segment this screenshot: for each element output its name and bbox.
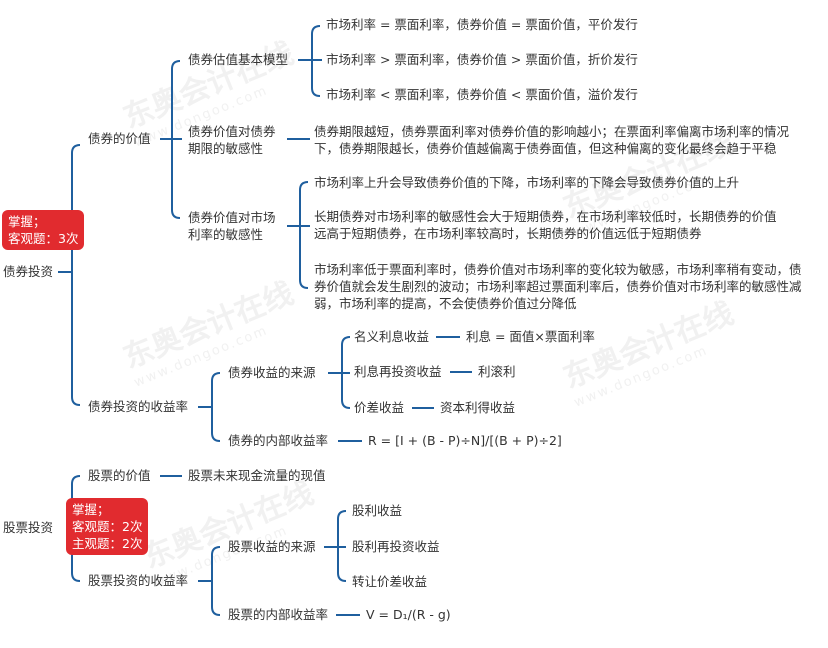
badge-line: 客观题：3次 xyxy=(8,231,79,246)
rate-sensitivity-item-2[interactable]: 长期债券对市场利率的敏感性会大于短期债券，在市场利率较低时，长期债券的价值 远高… xyxy=(314,208,777,242)
term-sensitivity-detail[interactable]: 债券期限越短，债券票面利率对债券价值的影响越小；在票面利率偏离市场利率的情况 下… xyxy=(314,123,789,157)
stock-value-detail[interactable]: 股票未来现金流量的现值 xyxy=(188,468,326,483)
badge-line: 掌握； xyxy=(72,502,110,517)
badge-line: 掌握； xyxy=(8,214,46,229)
bond-investment-root[interactable]: 债券投资 xyxy=(3,264,54,279)
rate-sensitivity-item-3[interactable]: 市场利率低于票面利率时，债券价值对市场利率的变化较为敏感，市场利率稍有变动，债 … xyxy=(314,261,802,312)
model-item-par[interactable]: 市场利率 = 票面利率，债券价值 = 票面价值，平价发行 xyxy=(326,17,638,32)
stock-importance-badge: 掌握； 客观题：2次 主观题：2次 xyxy=(66,498,149,555)
bond-value-node[interactable]: 债券的价值 xyxy=(88,131,151,146)
price-spread-detail[interactable]: 资本利得收益 xyxy=(440,400,516,415)
detail-line: 券价值就会发生剧烈的波动；市场利率超过票面利率后，债券价值对市场利率的敏感性减 xyxy=(314,279,802,294)
node-label-line: 期限的敏感性 xyxy=(188,141,264,156)
detail-line: 远高于短期债券，在市场利率较高时，长期债券的价值远低于短期债券 xyxy=(314,226,702,241)
detail-line: 债券期限越短，债券票面利率对债券价值的影响越小；在票面利率偏离市场利率的情况 xyxy=(314,124,790,139)
detail-line: 下，债券期限越长，债券价值越偏离于债券面值，但这种偏离的变化最终会趋于平稳 xyxy=(314,141,777,156)
detail-line: 市场利率低于票面利率时，债券价值对市场利率的变化较为敏感，市场利率稍有变动，债 xyxy=(314,262,802,277)
reinvestment-detail[interactable]: 利滚利 xyxy=(478,364,516,379)
detail-line: 弱，市场利率的提高，不会使债券价值过分降低 xyxy=(314,296,577,311)
dividend-income-node[interactable]: 股利收益 xyxy=(352,503,403,518)
detail-line: 长期债券对市场利率的敏感性会大于短期债券，在市场利率较低时，长期债券的价值 xyxy=(314,209,777,224)
node-label-line: 债券价值对市场 xyxy=(188,210,276,225)
term-sensitivity-node[interactable]: 债券价值对债券 期限的敏感性 xyxy=(188,123,276,157)
bond-irr-formula[interactable]: R = [I + (B - P)÷N]/[(B + P)÷2] xyxy=(368,433,562,448)
nominal-interest-detail[interactable]: 利息 = 面值×票面利率 xyxy=(466,329,595,344)
stock-income-sources-node[interactable]: 股票收益的来源 xyxy=(228,539,316,554)
bond-irr-node[interactable]: 债券的内部收益率 xyxy=(228,433,329,448)
stock-irr-node[interactable]: 股票的内部收益率 xyxy=(228,607,329,622)
stock-yield-node[interactable]: 股票投资的收益率 xyxy=(88,573,189,588)
badge-line: 客观题：2次 xyxy=(72,519,143,534)
price-spread-node[interactable]: 价差收益 xyxy=(354,400,405,415)
dividend-reinvest-node[interactable]: 股利再投资收益 xyxy=(352,539,440,554)
nominal-interest-node[interactable]: 名义利息收益 xyxy=(354,329,430,344)
rate-sensitivity-node[interactable]: 债券价值对市场 利率的敏感性 xyxy=(188,209,276,243)
reinvestment-node[interactable]: 利息再投资收益 xyxy=(354,364,442,379)
bond-yield-node[interactable]: 债券投资的收益率 xyxy=(88,399,189,414)
badge-line: 主观题：2次 xyxy=(72,536,143,551)
transfer-spread-node[interactable]: 转让价差收益 xyxy=(352,574,428,589)
stock-irr-formula[interactable]: V = D₁/(R - g) xyxy=(366,607,451,622)
model-item-premium[interactable]: 市场利率 < 票面利率，债券价值 < 票面价值，溢价发行 xyxy=(326,87,638,102)
stock-investment-root[interactable]: 股票投资 xyxy=(3,520,54,535)
rate-sensitivity-item-1[interactable]: 市场利率上升会导致债券价值的下降，市场利率的下降会导致债券价值的上升 xyxy=(314,175,740,190)
stock-value-node[interactable]: 股票的价值 xyxy=(88,468,151,483)
node-label-line: 利率的敏感性 xyxy=(188,227,264,242)
bond-income-sources-node[interactable]: 债券收益的来源 xyxy=(228,365,316,380)
bond-importance-badge: 掌握； 客观题：3次 xyxy=(2,210,85,250)
bond-valuation-model-node[interactable]: 债券估值基本模型 xyxy=(188,52,289,67)
model-item-discount[interactable]: 市场利率 > 票面利率，债券价值 > 票面价值，折价发行 xyxy=(326,52,638,67)
node-label-line: 债券价值对债券 xyxy=(188,124,276,139)
